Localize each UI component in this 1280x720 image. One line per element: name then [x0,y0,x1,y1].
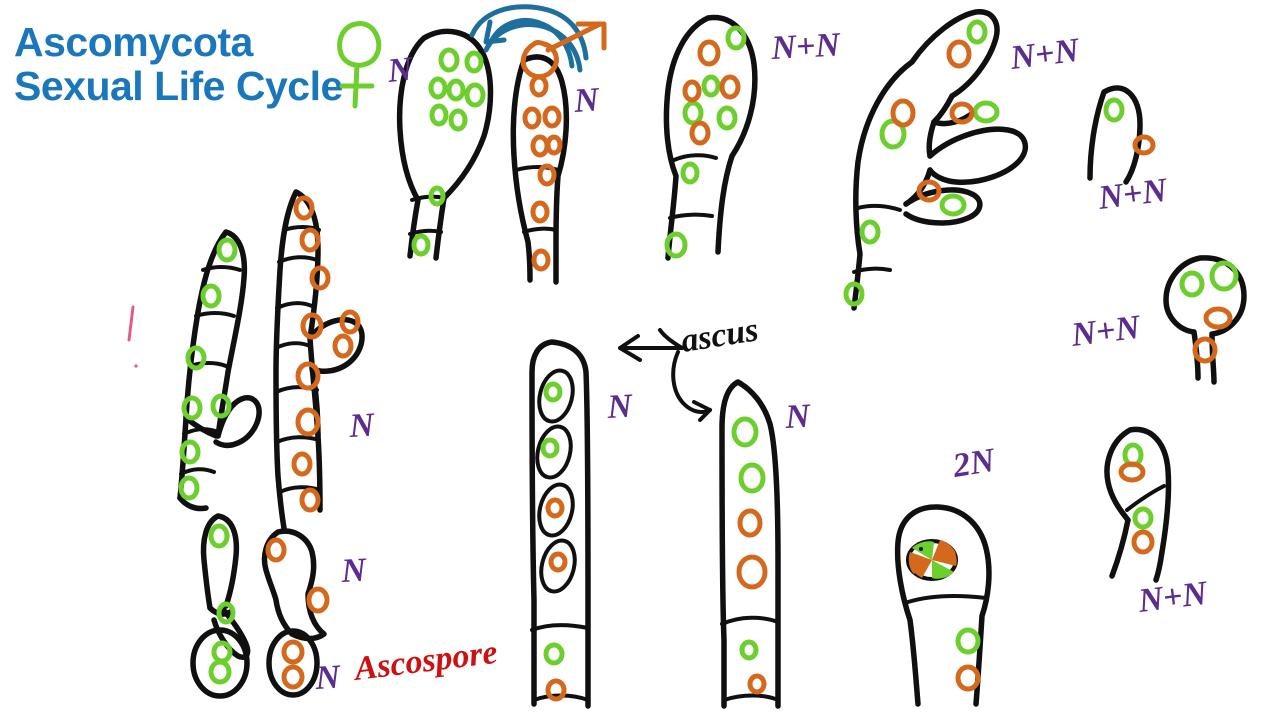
dikaryon-lower [1104,426,1172,583]
ascospore-green [190,627,250,699]
crozier [843,9,1029,311]
title-line-2: Sexual Life Cycle [14,63,343,110]
hypha-orange [273,189,365,531]
male-gametangium [510,54,570,285]
female-symbol-icon [337,21,382,109]
mature-ascus [529,339,591,709]
dikaryon-upper [1163,255,1247,385]
label-n-female-hypha-top: N [385,50,416,90]
label-n-male-hypha-top: N [572,81,602,120]
male-symbol-icon [520,21,607,79]
annotation-ascus-label: ascus [678,311,760,360]
label-nn-plasmogamy-cell: N+N [769,26,842,67]
meiosis-ascus [719,379,781,709]
label-n-germling: N [339,552,368,590]
hypha-green [177,229,262,512]
label-nn-crozier: N+N [1007,32,1082,77]
annotation-ascospore-label: Ascospore [350,634,499,688]
female-gametangium [396,28,494,261]
karyogamy-cell [894,504,992,707]
label-n-ascospore-left: N [313,659,342,697]
fused-nucleus [906,539,958,581]
germinating-spore-green [200,513,251,660]
ascospore-orange [266,628,320,698]
germinating-spore-orange [261,528,330,642]
handwritten-label-layer: N N N+N N+N N+N N+N N+N 2N N N N N N [313,26,1210,697]
label-nn-dikaryon-lower: N+N [1135,575,1210,620]
page-title: Ascomycota Sexual Life Cycle [14,20,343,109]
label-two-n-karyogamy: 2N [949,442,998,485]
ascus-pointer-left [618,328,684,362]
plasmogamy-cell [663,14,758,261]
ascus-pointer-down [671,350,712,422]
label-nn-crozier-tip: N+N [1095,172,1170,217]
label-n-ascus-right: N [783,398,812,436]
plasmogamy-arrow [469,4,589,73]
label-n-ascus-left: N [605,388,634,426]
stray-pink-mark [127,305,138,368]
crozier-tip-cell [1087,85,1156,185]
title-line-1: Ascomycota [14,19,253,65]
label-nn-dikaryon-upper: N+N [1068,309,1143,354]
label-n-left-hyphae: N [347,407,376,445]
